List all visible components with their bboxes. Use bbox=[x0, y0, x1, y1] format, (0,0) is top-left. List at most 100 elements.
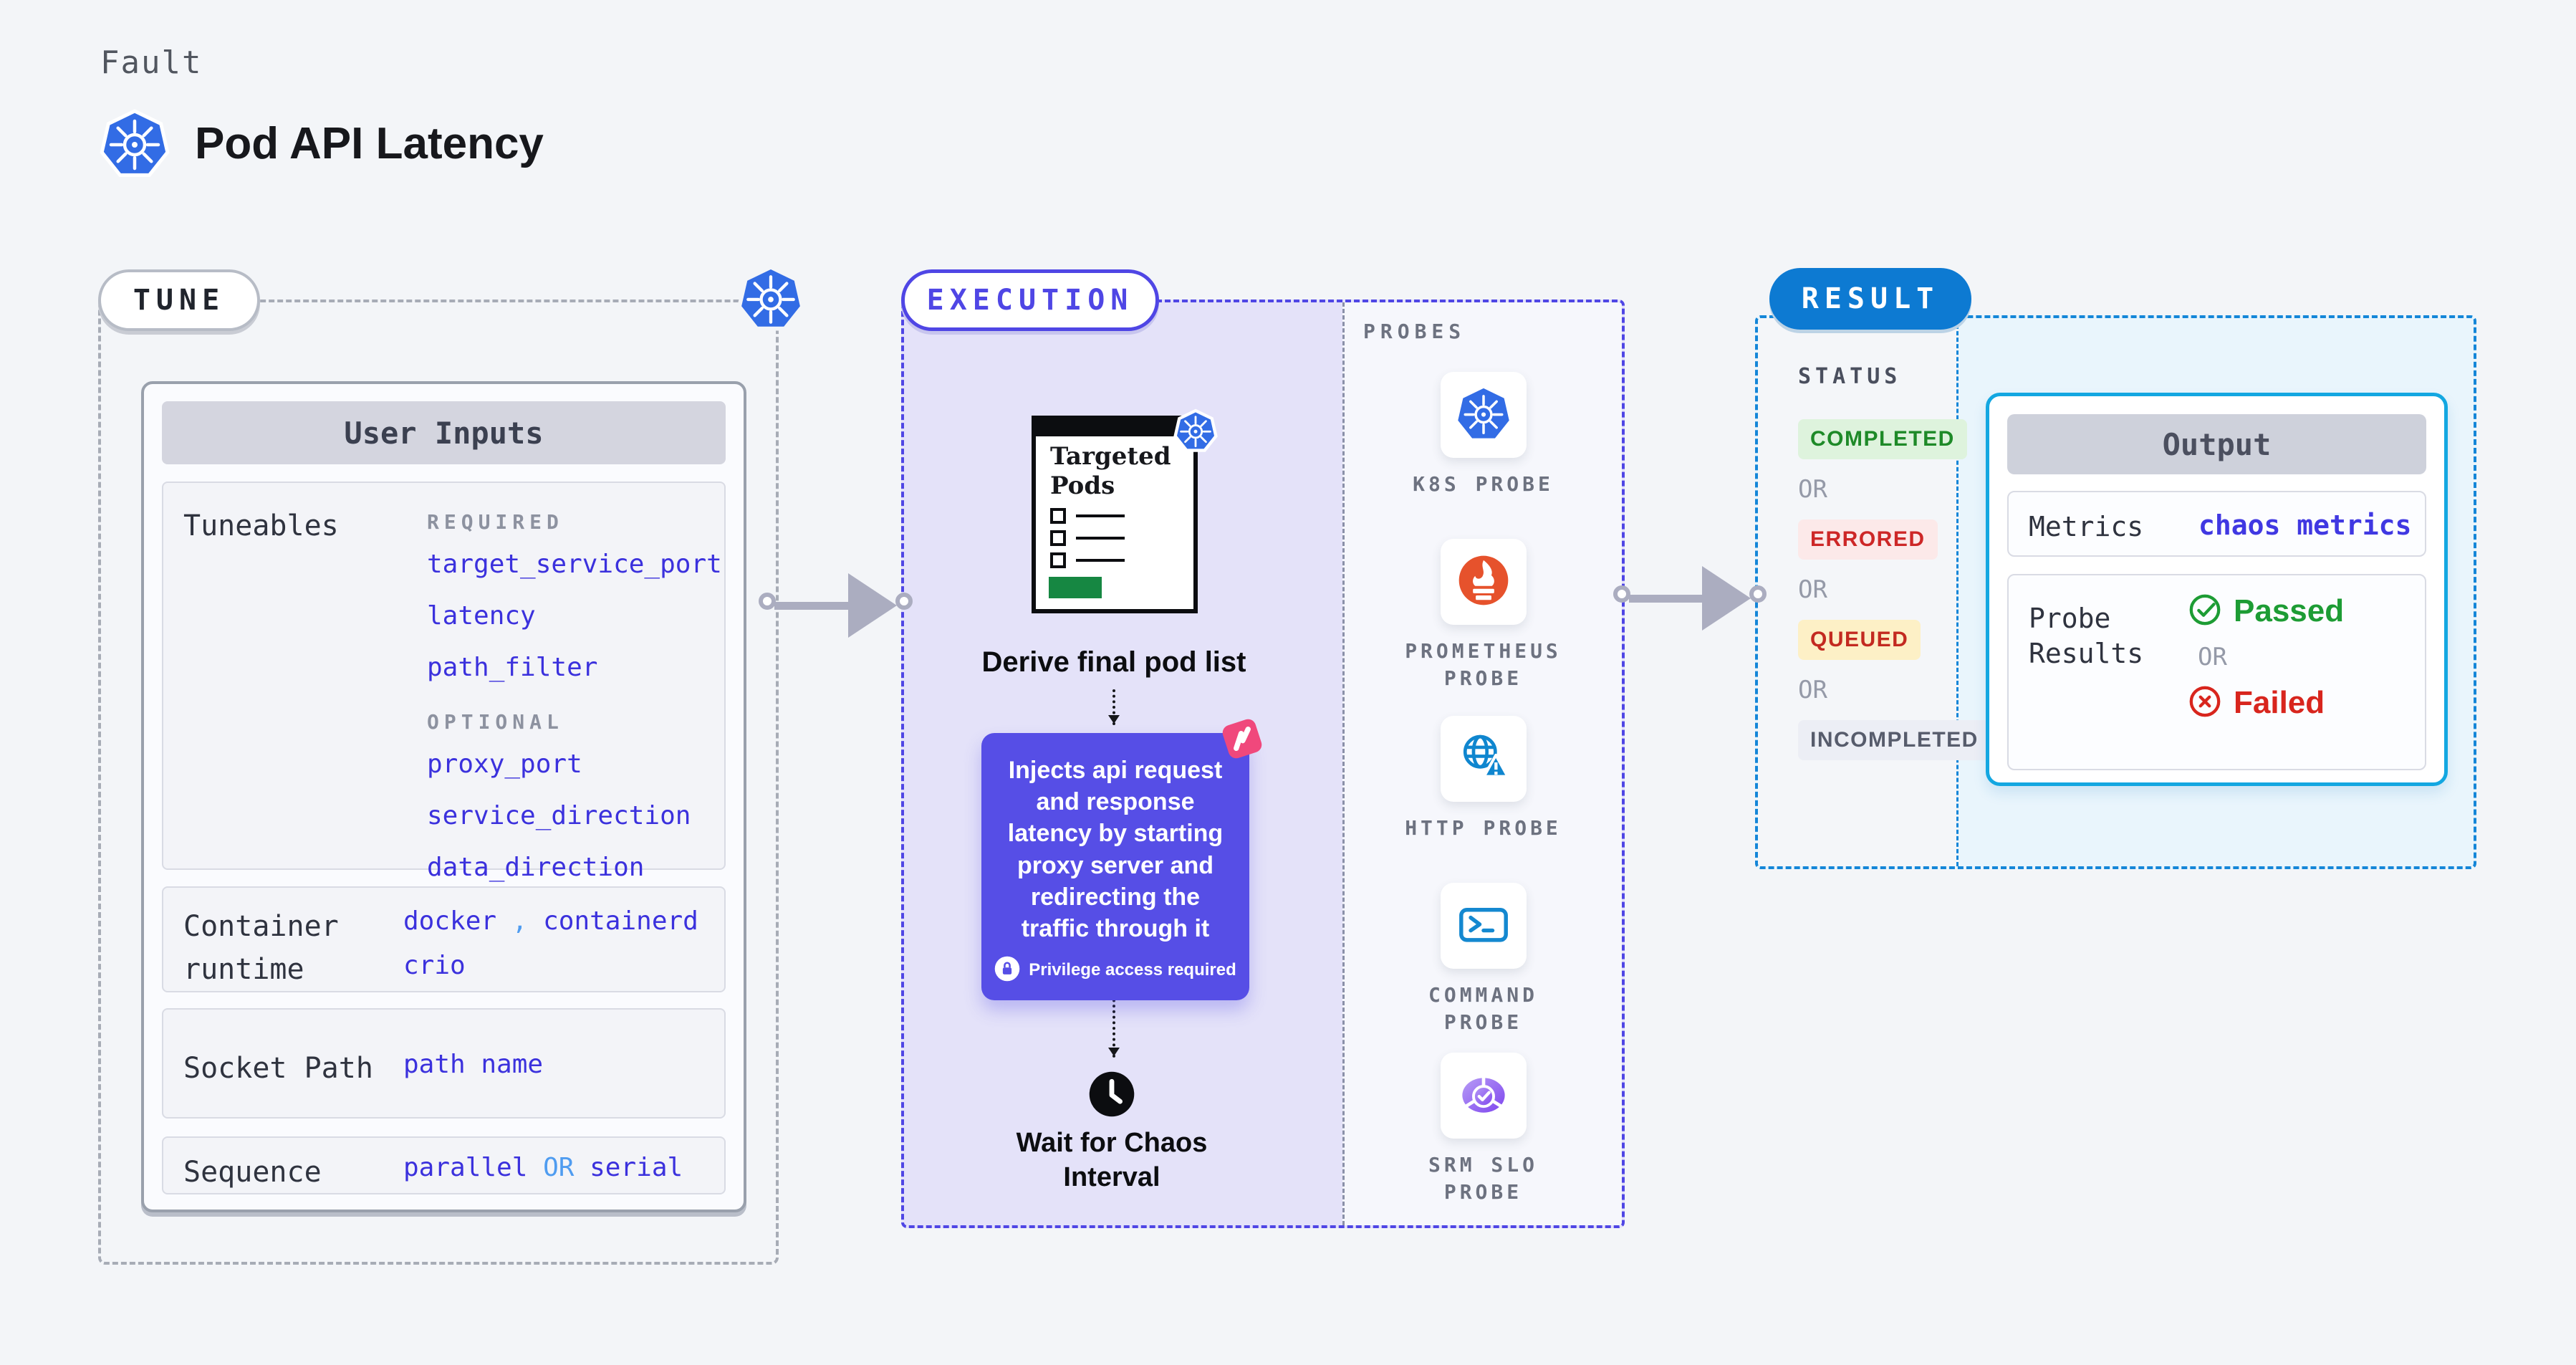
tuneable-item: proxy_port bbox=[427, 749, 582, 779]
probe-name: COMMAND PROBE bbox=[1428, 983, 1538, 1034]
probe-item-prometheus: PROMETHEUS PROBE bbox=[1398, 539, 1570, 692]
sequence-value: parallel OR serial bbox=[403, 1153, 683, 1182]
probe-name: K8S PROBE bbox=[1413, 472, 1554, 496]
probe-card bbox=[1440, 716, 1527, 802]
probe-card bbox=[1440, 1053, 1527, 1139]
kubernetes-icon bbox=[1456, 385, 1512, 444]
probe-results-values: Passed OR Failed bbox=[2188, 593, 2344, 722]
x-circle-icon bbox=[2188, 684, 2222, 722]
output-header: Output bbox=[2007, 414, 2426, 474]
status-badge: QUEUED bbox=[1798, 620, 1921, 660]
optional-group-label: OPTIONAL bbox=[427, 710, 564, 734]
tuneable-item: data_direction bbox=[427, 853, 645, 882]
metrics-label: Metrics bbox=[2029, 511, 2144, 542]
derive-pod-list-label: Derive final pod list bbox=[981, 646, 1246, 678]
metrics-row: Metrics chaos metrics bbox=[2007, 491, 2426, 557]
checkbox-icon bbox=[1050, 507, 1066, 524]
passed-label: Passed bbox=[2234, 593, 2345, 628]
kubernetes-icon bbox=[736, 264, 805, 332]
sequence-label: Sequence bbox=[183, 1156, 322, 1189]
probe-item-k8s: K8S PROBE bbox=[1398, 372, 1570, 498]
execution-section-pill: EXECUTION bbox=[901, 269, 1159, 331]
probe-results-label: Probe Results bbox=[2029, 603, 2144, 670]
failed-line: Failed bbox=[2188, 684, 2344, 722]
metrics-value: chaos metrics bbox=[2198, 509, 2412, 541]
passed-line: Passed bbox=[2188, 593, 2344, 630]
status-badge: ERRORED bbox=[1798, 519, 1938, 560]
tuneables-label: Tuneables bbox=[183, 509, 339, 542]
tune-section-pill: TUNE bbox=[98, 269, 260, 331]
progress-bar bbox=[1049, 576, 1102, 598]
tuneables-list: REQUIRED target_service_port latency pat… bbox=[427, 504, 722, 904]
container-runtime-label: Container runtime bbox=[183, 910, 339, 986]
probe-card bbox=[1440, 539, 1527, 625]
flow-connector-down bbox=[1108, 966, 1120, 1058]
sequence-option: parallel bbox=[403, 1153, 528, 1182]
tuneable-item: latency bbox=[427, 601, 536, 631]
status-badge: INCOMPLETED bbox=[1798, 720, 1991, 760]
probe-results-row: Probe Results Passed OR Failed bbox=[2007, 574, 2426, 770]
socket-path-value: path name bbox=[403, 1050, 544, 1079]
tuneable-item: service_direction bbox=[427, 801, 691, 830]
tuneable-item: path_filter bbox=[427, 653, 598, 682]
user-inputs-card: User Inputs Tuneables REQUIRED target_se… bbox=[141, 381, 746, 1212]
probe-item-srm-slo: SRM SLO PROBE bbox=[1398, 1053, 1570, 1206]
runtime-separator: , bbox=[511, 906, 528, 936]
status-label: STATUS bbox=[1798, 364, 1902, 389]
pod-list-item bbox=[1050, 507, 1193, 524]
or-separator: OR bbox=[2198, 643, 2227, 671]
probe-name: PROMETHEUS PROBE bbox=[1405, 639, 1562, 690]
tune-section-box bbox=[98, 300, 779, 1265]
failed-label: Failed bbox=[2234, 685, 2325, 720]
check-circle-icon bbox=[2188, 593, 2222, 630]
prometheus-icon bbox=[1456, 552, 1512, 611]
runtime-value: crio bbox=[403, 951, 466, 980]
kubernetes-icon bbox=[99, 107, 170, 179]
sequence-option: serial bbox=[590, 1153, 683, 1182]
status-column: STATUS COMPLETED OR ERRORED OR QUEUED OR… bbox=[1758, 318, 1991, 866]
window-bar bbox=[1035, 419, 1194, 436]
line-placeholder bbox=[1076, 514, 1125, 517]
privilege-note-row: Privilege access required bbox=[994, 956, 1236, 985]
pie-clock-icon bbox=[1456, 1066, 1512, 1125]
pod-list-item bbox=[1050, 530, 1193, 546]
required-group-label: REQUIRED bbox=[427, 510, 564, 534]
socket-path-row: Socket Path path name bbox=[162, 1008, 726, 1119]
kubernetes-icon bbox=[1173, 408, 1218, 453]
probe-name: SRM SLO PROBE bbox=[1428, 1153, 1538, 1204]
line-placeholder bbox=[1076, 536, 1125, 540]
or-separator: OR bbox=[1798, 676, 1827, 704]
tuneable-item: target_service_port bbox=[427, 550, 722, 579]
runtime-value: docker bbox=[403, 906, 497, 936]
probe-card bbox=[1440, 372, 1527, 458]
container-runtime-values: docker , containerd crio bbox=[403, 906, 698, 980]
page-title: Pod API Latency bbox=[195, 118, 544, 168]
inject-description-text: Injects api request and response latency… bbox=[1007, 757, 1224, 942]
fault-eyebrow-label: Fault bbox=[100, 44, 203, 81]
checkbox-icon bbox=[1050, 552, 1066, 568]
user-inputs-header: User Inputs bbox=[162, 401, 726, 464]
status-badge: COMPLETED bbox=[1798, 419, 1967, 459]
probe-name: HTTP PROBE bbox=[1405, 816, 1562, 840]
sequence-or: OR bbox=[543, 1153, 575, 1182]
terminal-icon bbox=[1456, 896, 1512, 955]
or-separator: OR bbox=[1798, 575, 1827, 604]
sequence-row: Sequence parallel OR serial bbox=[162, 1136, 726, 1194]
lock-icon bbox=[994, 956, 1020, 985]
pod-list-item bbox=[1050, 552, 1193, 568]
probe-card bbox=[1440, 883, 1527, 969]
targeted-pods-title: Targeted Pods bbox=[1050, 442, 1171, 500]
flow-connector-down bbox=[1108, 689, 1120, 725]
output-panel: Output Metrics chaos metrics Probe Resul… bbox=[1986, 393, 2448, 786]
runtime-value: containerd bbox=[543, 906, 698, 936]
inject-description-box: Injects api request and response latency… bbox=[981, 719, 1262, 1001]
result-section-pill: RESULT bbox=[1769, 268, 1971, 330]
chaos-icon bbox=[1209, 706, 1275, 772]
tuneables-row: Tuneables REQUIRED target_service_port l… bbox=[162, 482, 726, 882]
line-placeholder bbox=[1076, 558, 1125, 562]
targeted-pods-figure: Targeted Pods bbox=[1032, 408, 1218, 613]
checkbox-icon bbox=[1050, 530, 1066, 546]
socket-path-label: Socket Path bbox=[183, 1052, 373, 1085]
clock-icon bbox=[1087, 1070, 1136, 1119]
